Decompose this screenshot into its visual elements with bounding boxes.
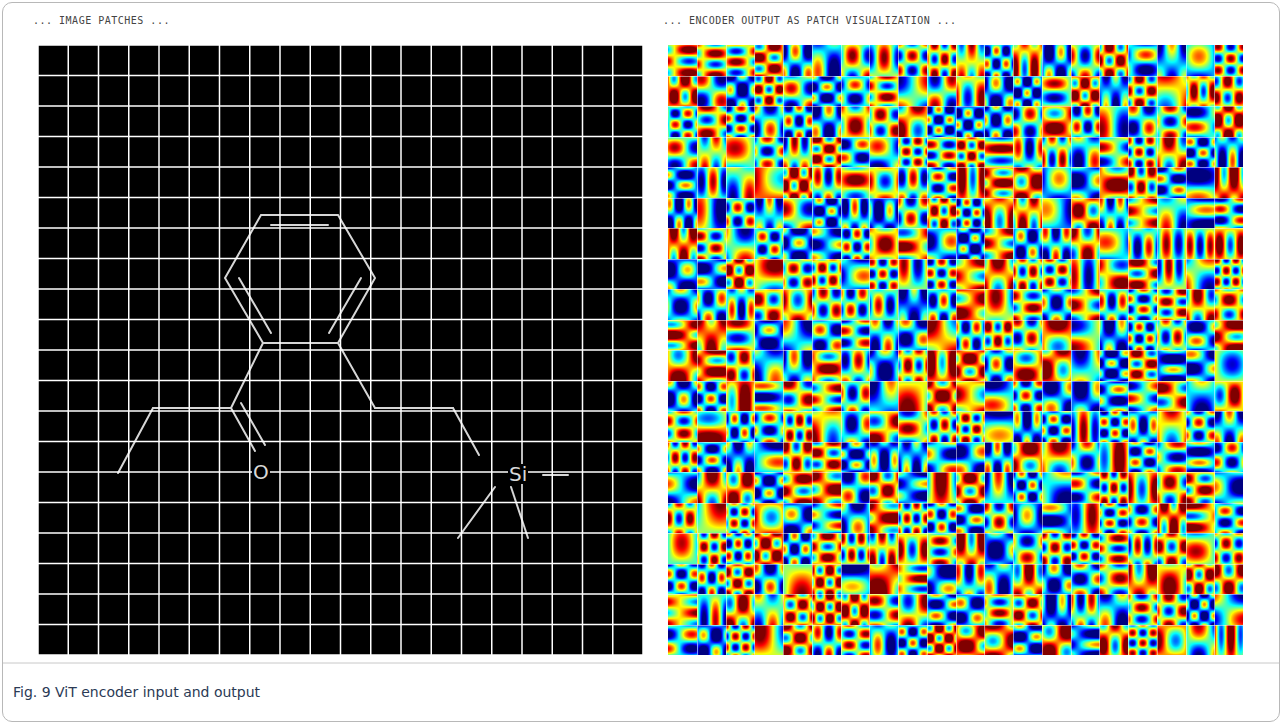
grid-line	[38, 593, 643, 595]
molecule-drawing	[118, 215, 568, 538]
encoder-heatmap	[668, 45, 1243, 655]
grid-line	[38, 654, 643, 656]
figure-caption: Fig. 9 ViT encoder input and output	[13, 684, 260, 700]
grid-line	[582, 45, 584, 655]
input-image	[38, 45, 643, 655]
grid-line	[38, 563, 643, 565]
atom-label: O	[252, 462, 270, 482]
grid-line	[38, 624, 643, 626]
grid-line	[612, 45, 614, 655]
patch-grid	[38, 45, 643, 655]
grid-line	[642, 45, 644, 655]
caption-rule	[3, 663, 1280, 664]
atom-label: Si	[508, 464, 528, 484]
panel-heading: ... ENCODER OUTPUT AS PATCH VISUALIZATIO…	[663, 15, 956, 26]
panel-heading: ... IMAGE PATCHES ...	[33, 15, 170, 26]
